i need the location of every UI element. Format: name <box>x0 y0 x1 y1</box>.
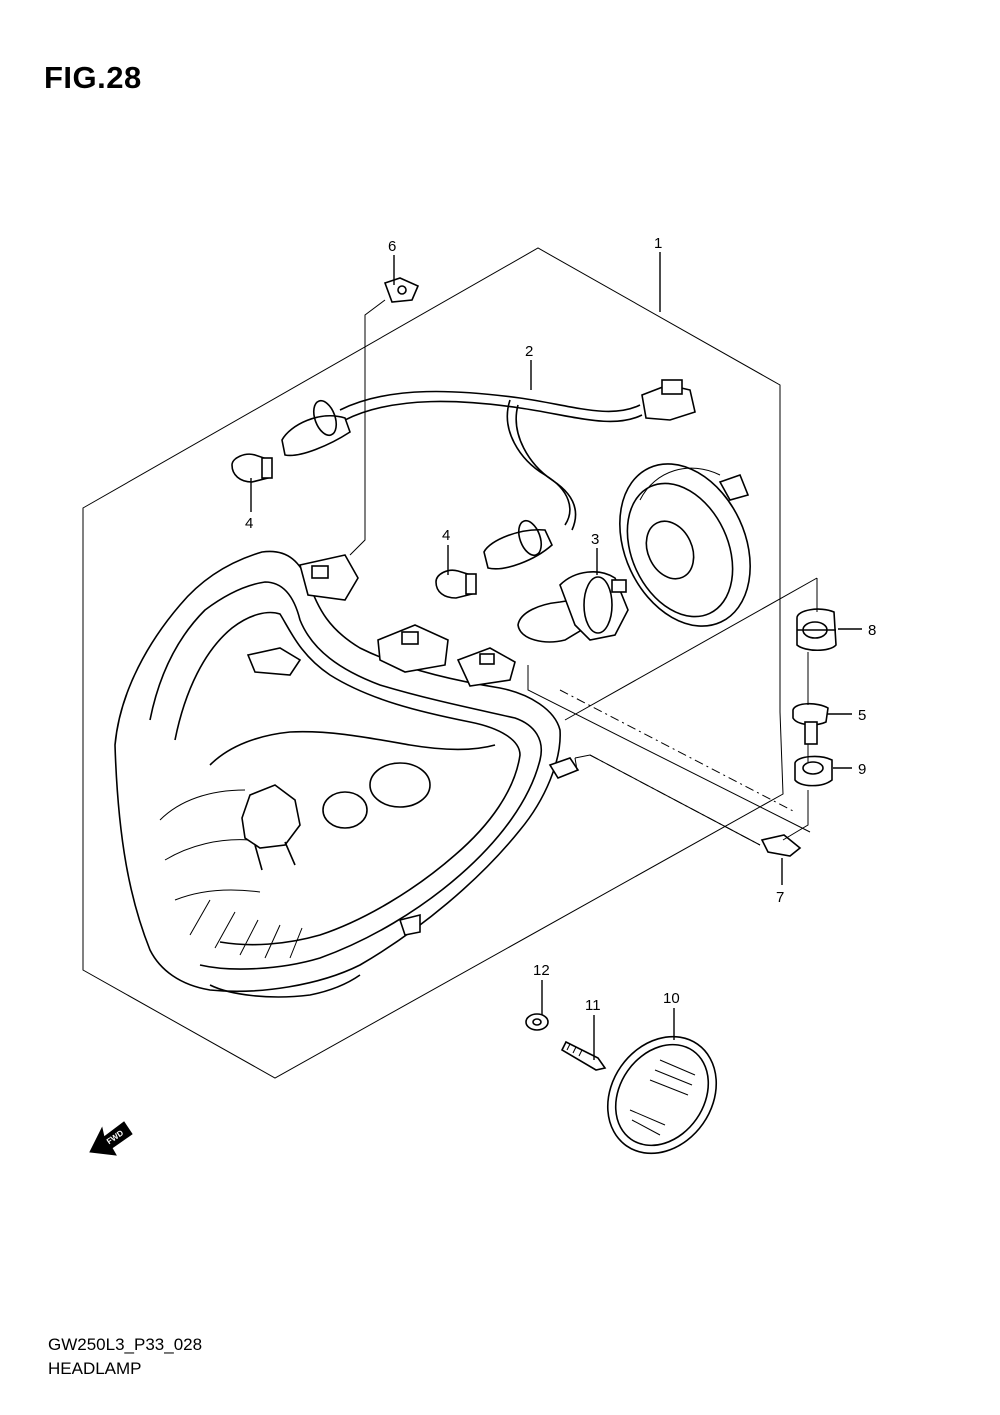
callout-1: 1 <box>654 235 662 252</box>
callout-4-upper: 4 <box>245 515 253 532</box>
grommet-lower <box>794 755 833 787</box>
halogen-bulb <box>517 571 629 643</box>
callout-4-lower: 4 <box>442 527 450 544</box>
forward-arrow-icon: FWD <box>89 1121 133 1156</box>
wiring-harness <box>281 379 696 570</box>
leader-lines <box>250 252 862 1060</box>
diagram-code: GW250L3_P33_028 <box>48 1335 203 1354</box>
grommet-upper <box>796 608 837 652</box>
adjusting-screw <box>560 1040 607 1071</box>
callout-5: 5 <box>858 707 866 724</box>
diagram-name: HEADLAMP <box>48 1359 142 1378</box>
callout-9: 9 <box>858 761 866 778</box>
bulb-position-lower <box>435 569 477 599</box>
assembly-outline <box>82 247 784 1079</box>
callout-10: 10 <box>663 990 680 1007</box>
collar-bolt <box>792 702 829 745</box>
callout-8: 8 <box>868 622 876 639</box>
dust-cover <box>619 463 751 627</box>
callout-2: 2 <box>525 343 533 360</box>
headlamp-housing <box>114 550 580 998</box>
callout-11: 11 <box>585 997 601 1014</box>
clip-nut-lower <box>760 834 802 857</box>
washer <box>525 1013 549 1031</box>
callout-3: 3 <box>591 531 599 548</box>
callout-6: 6 <box>388 238 396 255</box>
bulb-position-upper <box>231 453 273 483</box>
callout-7: 7 <box>776 889 784 906</box>
callout-12: 12 <box>533 962 550 979</box>
reflex-reflector <box>606 1035 718 1155</box>
figure-title: FIG.28 <box>44 60 142 95</box>
clip-nut-upper <box>383 277 420 303</box>
